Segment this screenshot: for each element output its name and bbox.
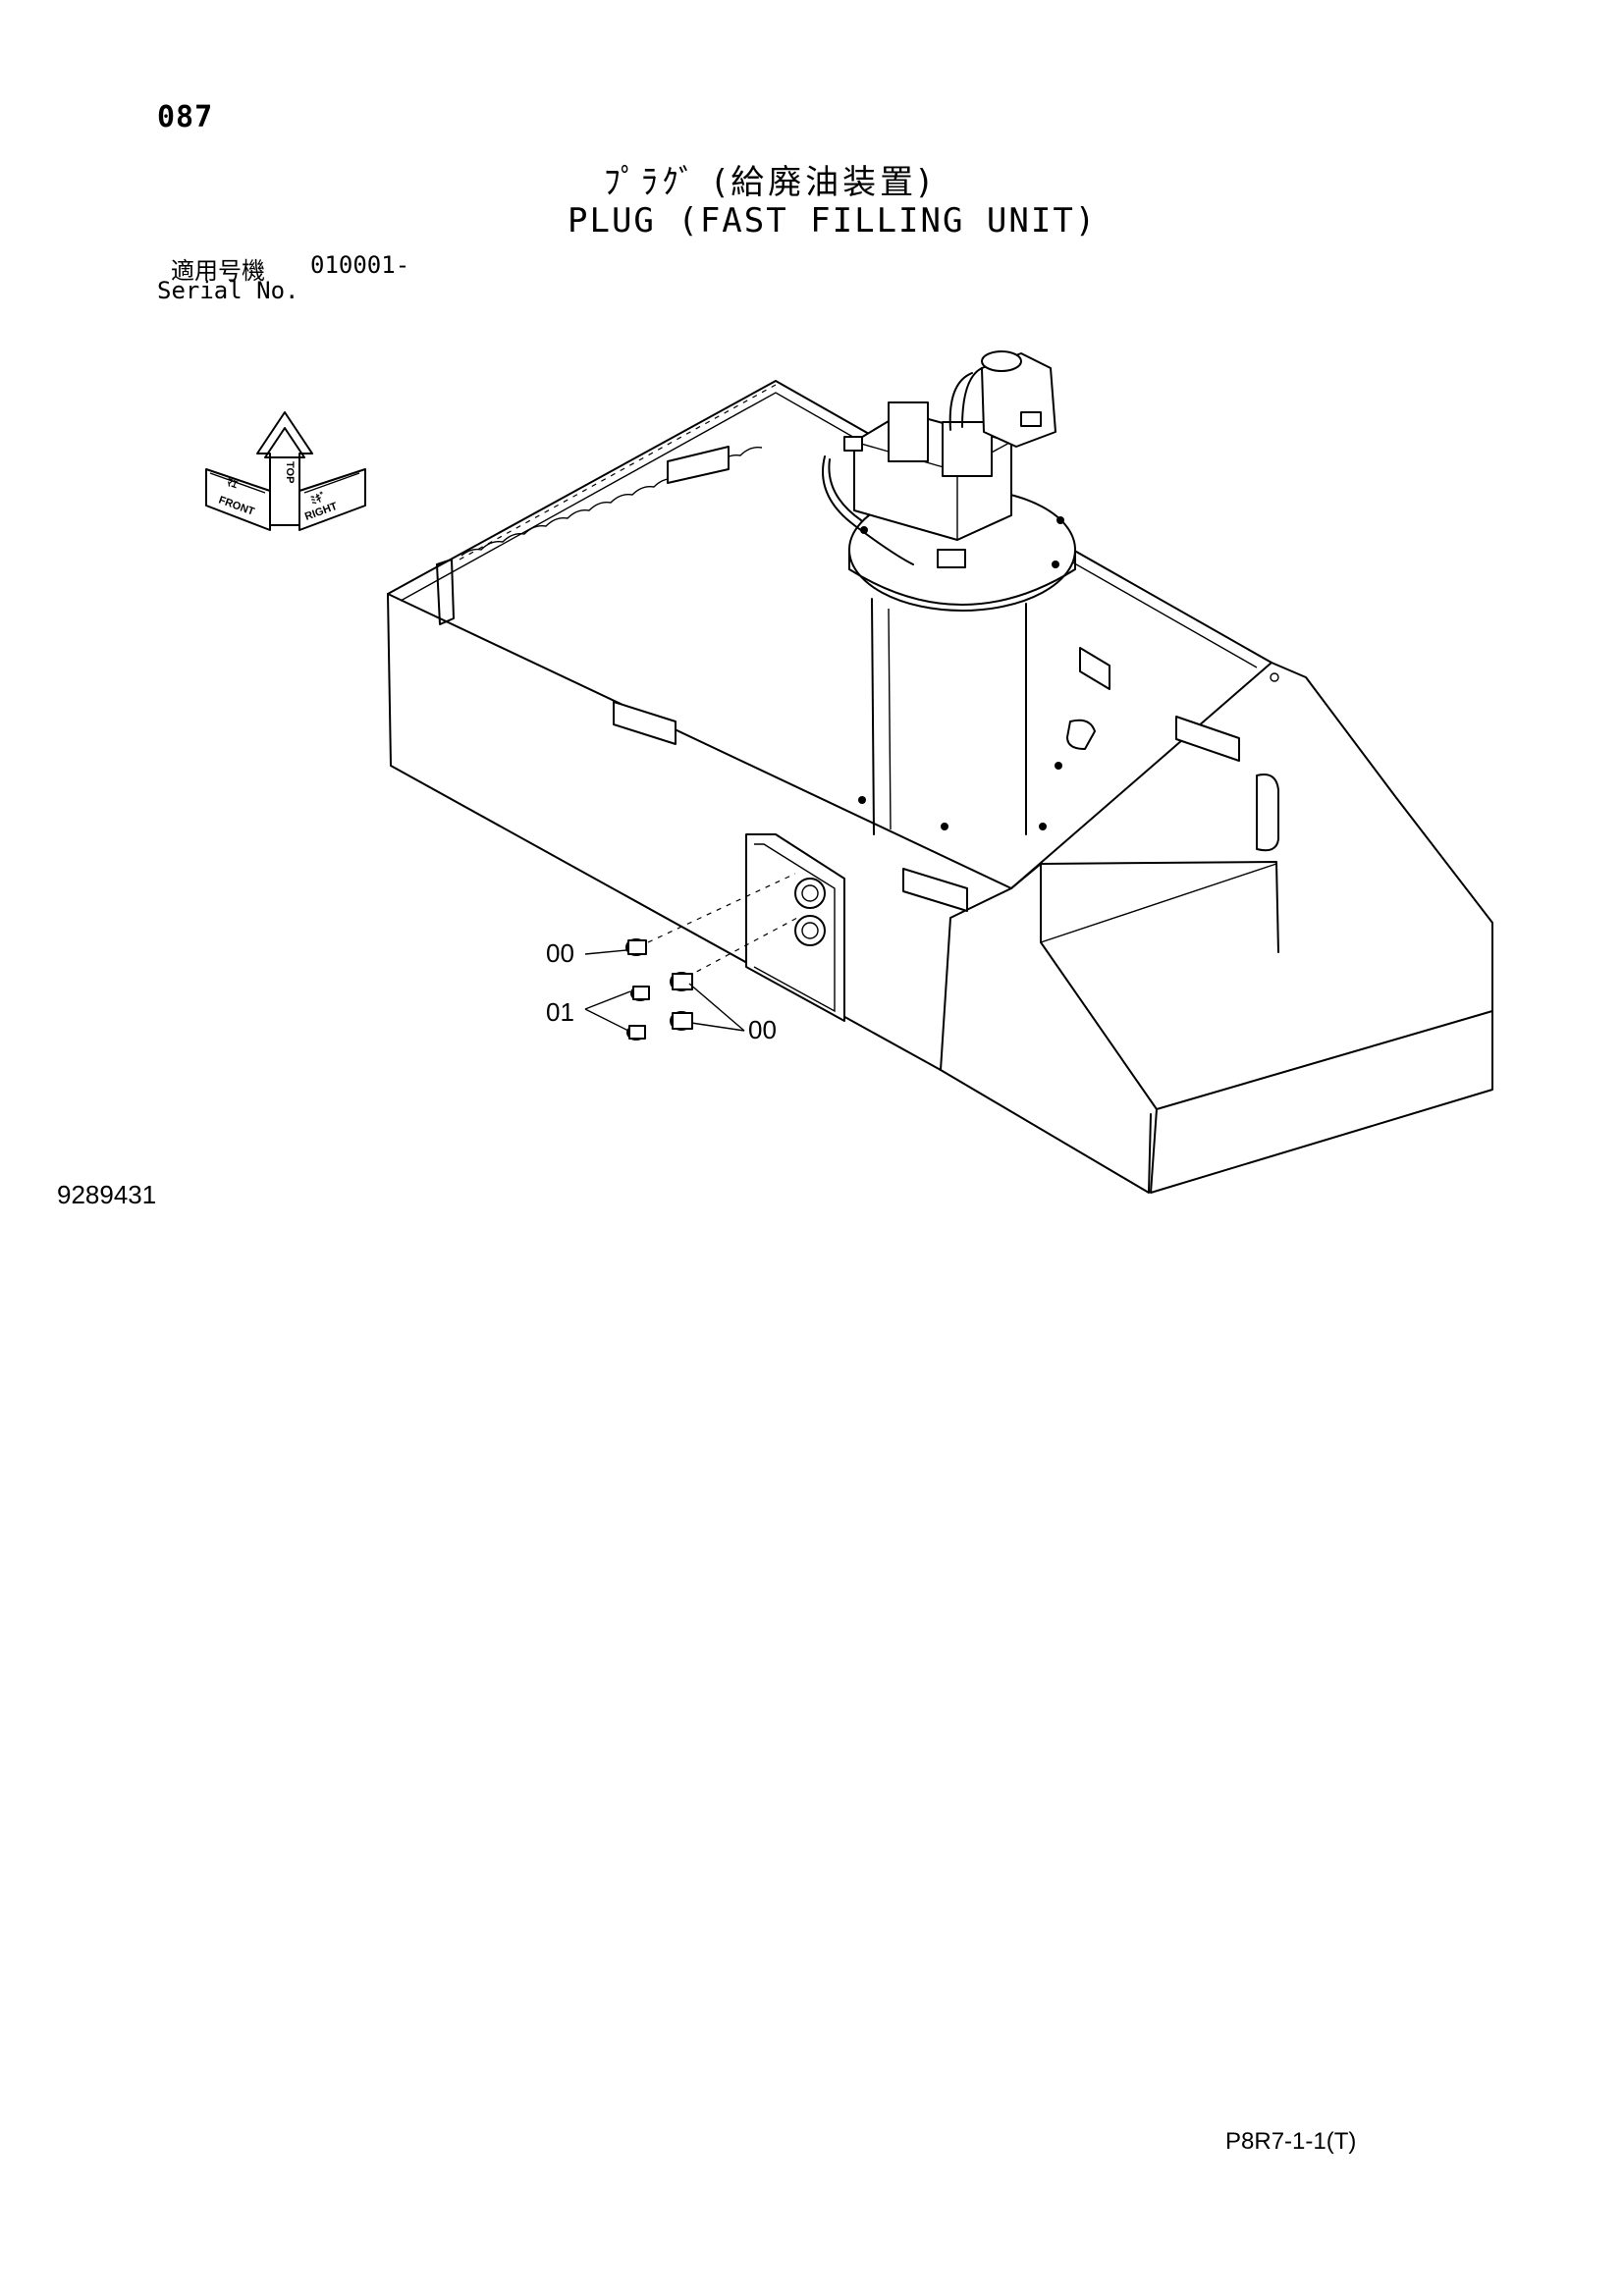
filling-unit-assembly-drawing (822, 350, 1110, 835)
plug-parts-drawing: 00 01 00 (546, 938, 777, 1044)
tank-body-drawing (387, 380, 1493, 1194)
page-code: P8R7-1-1(T) (1225, 2128, 1357, 2155)
page-title: PLUG (FAST FILLING UNIT) (568, 201, 1098, 240)
orientation-indicator-icon: TOP FRONT RIGHT ﾏｴ ﾐｷﾞ (205, 411, 366, 531)
callout-label: 01 (546, 997, 574, 1027)
callout-label: 00 (546, 938, 574, 968)
plug-part-icon (626, 1025, 646, 1041)
direction-label-front-jp: ﾏｴ (225, 477, 240, 492)
page-number: 087 (157, 100, 214, 134)
plug-part-icon (630, 986, 650, 1001)
serial-label-japanese: 適用号機 (171, 257, 265, 285)
figure-number: 9289431 (57, 1180, 157, 1209)
page-title-japanese: ﾌﾟﾗｸﾞ (給廃油装置) (604, 163, 935, 202)
serial-label: Serial No. (157, 277, 299, 304)
port-panel-drawing (647, 833, 845, 1022)
plug-part-icon (625, 938, 647, 956)
callout-label: 00 (748, 1015, 777, 1044)
serial-number-value: 010001- (310, 251, 410, 279)
plug-part-icon (670, 1011, 693, 1031)
plug-part-icon (670, 972, 693, 991)
direction-label-top: TOP (284, 461, 296, 483)
